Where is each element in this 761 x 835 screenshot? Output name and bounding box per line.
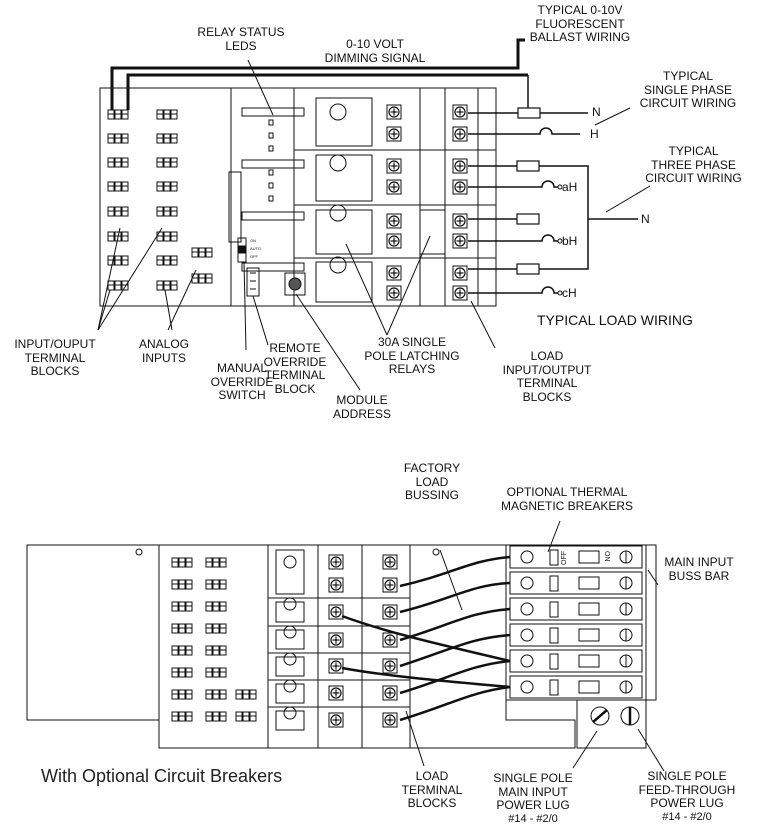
single-phase-label-line: CIRCUIT WIRING [639, 96, 737, 110]
typical-load-wiring-label: TYPICAL LOAD WIRING [537, 312, 693, 328]
remote-override-label-line: TERMINAL [264, 368, 326, 382]
remote-override-label-line: BLOCK [274, 381, 316, 396]
terminal-ch: cH [562, 286, 577, 300]
remote-override-label: REMOTE OVERRIDE TERMINAL BLOCK [255, 341, 335, 396]
ballast-wiring-label-line: FLUORESCENT [535, 16, 625, 31]
main-input-lug-label-line: POWER LUG [496, 798, 570, 812]
main-input-lug-label-line: SINGLE POLE [493, 771, 573, 785]
feed-through-lug-label-line: #14 - #2/0 [662, 810, 712, 823]
io-blocks-label-line: TERMINAL [24, 350, 86, 365]
three-phase-label-line: CIRCUIT WIRING [645, 171, 742, 185]
terminal-ah: aH [562, 180, 578, 194]
manual-override-label-line: MANUAL [216, 361, 267, 375]
three-phase-label: TYPICAL THREE PHASE CIRCUIT WIRING [636, 144, 751, 186]
load-io-blocks-label-line: INPUT/OUTPUT [502, 362, 592, 377]
terminal-n: N [592, 105, 601, 119]
latching-relays-label-line: POLE LATCHING [364, 348, 460, 363]
io-blocks-label-line: BLOCKS [30, 364, 80, 378]
module-address-label: MODULE ADDRESS [322, 393, 402, 421]
relay-leds-label-line: LEDS [225, 38, 257, 53]
main-input-lug-label: SINGLE POLE MAIN INPUT POWER LUG #14 - #… [483, 771, 583, 826]
load-bussing [341, 555, 511, 722]
ballast-wiring-label-line: TYPICAL 0-10V [537, 3, 623, 17]
load-terminal-blocks-label-line: LOAD [415, 769, 449, 783]
thermal-breakers-label: OPTIONAL THERMAL MAGNETIC BREAKERS [492, 485, 642, 513]
ballast-wiring-label-line: BALLAST WIRING [529, 30, 631, 44]
factory-bussing-label-line: LOAD [415, 474, 449, 489]
remote-override-label-line: REMOTE [269, 341, 321, 355]
terminal-h: H [590, 127, 599, 141]
caption: With Optional Circuit Breakers [41, 766, 283, 786]
main-input-lug-label-line: MAIN INPUT [498, 784, 568, 799]
top-wiring [110, 38, 638, 296]
switch-on-text: ON [250, 238, 256, 243]
manual-override-label: MANUAL OVERRIDE SWITCH [202, 361, 282, 403]
three-phase-label-line: TYPICAL [668, 144, 719, 158]
latching-relays-label-line: RELAYS [388, 362, 436, 376]
load-io-blocks-label: LOAD INPUT/OUTPUT TERMINAL BLOCKS [492, 349, 602, 404]
breaker-rows [509, 545, 643, 726]
analog-inputs-label-line: ANALOG [138, 337, 189, 351]
main-buss-bar-label-line: BUSS BAR [668, 568, 730, 583]
load-io-blocks-label-line: LOAD [530, 349, 564, 363]
thermal-breakers-label-line: MAGNETIC BREAKERS [500, 498, 634, 513]
analog-inputs-label: ANALOG INPUTS [129, 337, 199, 365]
terminal-n2: N [641, 212, 650, 226]
thermal-breakers-label-line: OPTIONAL THERMAL [506, 485, 628, 499]
load-terminal-blocks-label-line: TERMINAL [401, 782, 463, 797]
feed-through-lug-label-line: SINGLE POLE [647, 769, 727, 783]
latching-relays-label-line: 30A SINGLE [377, 335, 447, 349]
load-terminal-blocks-label: LOAD TERMINAL BLOCKS [392, 769, 472, 811]
relay-leds-label: RELAY STATUS LEDS [195, 25, 287, 53]
load-io-blocks-label-line: BLOCKS [522, 389, 572, 404]
bottom-leaders [405, 520, 665, 772]
breaker-off-text: OFF [561, 551, 568, 565]
remote-override-label-line: OVERRIDE [263, 354, 327, 369]
main-buss-bar-label-line: MAIN INPUT [664, 555, 734, 569]
switch-auto-text: AUTO [250, 246, 262, 251]
three-phase-label-line: THREE PHASE [651, 157, 736, 172]
dimming-signal-label-line: 0-10 VOLT [346, 37, 404, 51]
io-blocks-label-line: INPUT/OUPUT [14, 337, 96, 351]
terminal-bh: bH [562, 234, 578, 248]
load-terminal-blocks-label-line: BLOCKS [407, 796, 457, 810]
feed-through-lug-label-line: FEED-THROUGH [638, 782, 736, 797]
dimming-signal-label: 0-10 VOLT DIMMING SIGNAL [320, 37, 430, 65]
switch-off-text: OFF [250, 254, 258, 259]
load-io-blocks-label-line: TERMINAL [516, 376, 578, 390]
factory-bussing-label: FACTORY LOAD BUSSING [392, 461, 472, 503]
single-phase-label: TYPICAL SINGLE PHASE CIRCUIT WIRING [633, 69, 743, 111]
feed-through-lug-label: SINGLE POLE FEED-THROUGH POWER LUG #14 -… [632, 769, 742, 824]
top-panel [99, 87, 497, 307]
latching-relays-label: 30A SINGLE POLE LATCHING RELAYS [357, 335, 467, 377]
relay-leds-label-line: RELAY STATUS [197, 25, 285, 39]
manual-override-label-line: SWITCH [218, 388, 266, 402]
feed-through-lug-label-line: POWER LUG [650, 796, 724, 810]
single-phase-label-line: SINGLE PHASE [643, 82, 733, 97]
breaker-on-text: ON [603, 551, 610, 562]
module-address-label-line: MODULE [336, 393, 388, 407]
analog-inputs-label-line: INPUTS [141, 350, 186, 365]
single-phase-label-line: TYPICAL [662, 69, 713, 83]
io-blocks-label: INPUT/OUPUT TERMINAL BLOCKS [10, 337, 100, 379]
main-input-lug-label-line: #14 - #2/0 [508, 812, 558, 825]
top-leaders [97, 59, 651, 391]
ballast-wiring-label: TYPICAL 0-10V FLUORESCENT BALLAST WIRING [525, 3, 635, 45]
factory-bussing-label-line: FACTORY [403, 461, 461, 475]
bottom-panel [26, 544, 657, 749]
dimming-signal-label-line: DIMMING SIGNAL [324, 50, 426, 65]
main-buss-bar-label: MAIN INPUT BUSS BAR [654, 555, 744, 583]
factory-bussing-label-line: BUSSING [404, 488, 459, 502]
module-address-label-line: ADDRESS [332, 406, 391, 421]
manual-override-label-line: OVERRIDE [210, 374, 274, 389]
